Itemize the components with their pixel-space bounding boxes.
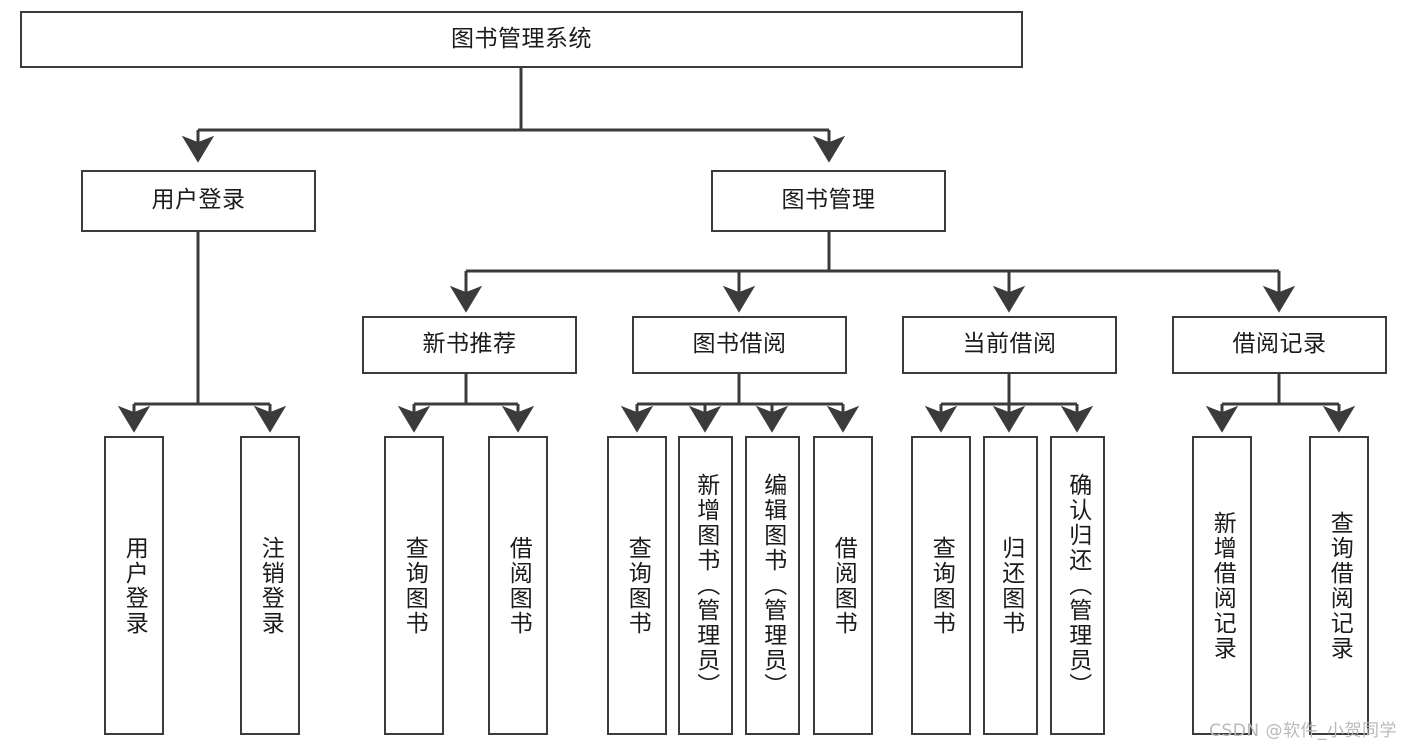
node-label: 借阅图书 [505, 535, 532, 636]
leaf-edit-book-admin[interactable]: 编辑图书（管理员） [745, 436, 800, 735]
node-label: 图书管理 [781, 187, 876, 214]
node-label: 图书管理系统 [451, 25, 592, 52]
node-label: 查询图书 [928, 535, 955, 636]
leaf-query-borrow-record[interactable]: 查询借阅记录 [1309, 436, 1369, 735]
node-label: 新书推荐 [422, 331, 517, 358]
leaf-query-book-current[interactable]: 查询图书 [911, 436, 971, 735]
node-label: 借阅图书 [830, 535, 857, 636]
leaf-confirm-return-admin[interactable]: 确认归还（管理员） [1050, 436, 1105, 735]
node-label: 查询借阅记录 [1326, 510, 1353, 661]
node-label: 图书借阅 [692, 331, 787, 358]
node-label: 编辑图书（管理员） [759, 473, 786, 698]
leaf-return-book[interactable]: 归还图书 [983, 436, 1038, 735]
node-label: 注销登录 [257, 535, 284, 636]
node-label: 确认归还（管理员） [1064, 473, 1091, 698]
leaf-query-book-new[interactable]: 查询图书 [384, 436, 444, 735]
node-new-book-recommendation[interactable]: 新书推荐 [362, 316, 577, 374]
leaf-add-borrow-record[interactable]: 新增借阅记录 [1192, 436, 1252, 735]
node-label: 用户登录 [121, 535, 148, 636]
node-label: 查询图书 [624, 535, 651, 636]
leaf-logout[interactable]: 注销登录 [240, 436, 300, 735]
node-label: 新增图书（管理员） [692, 473, 719, 698]
leaf-user-login[interactable]: 用户登录 [104, 436, 164, 735]
node-label: 用户登录 [151, 187, 246, 214]
node-book-borrowing[interactable]: 图书借阅 [632, 316, 847, 374]
node-current-borrowing[interactable]: 当前借阅 [902, 316, 1117, 374]
leaf-query-book-borrow[interactable]: 查询图书 [607, 436, 667, 735]
node-label: 归还图书 [997, 535, 1024, 636]
csdn-watermark: CSDN @软件_小贺同学 [1209, 721, 1397, 741]
leaf-borrow-book-new[interactable]: 借阅图书 [488, 436, 548, 735]
node-label: 新增借阅记录 [1209, 510, 1236, 661]
node-user-login[interactable]: 用户登录 [81, 170, 316, 232]
node-label: 查询图书 [401, 535, 428, 636]
node-label: 当前借阅 [962, 331, 1057, 358]
node-borrowing-records[interactable]: 借阅记录 [1172, 316, 1387, 374]
leaf-borrow-book[interactable]: 借阅图书 [813, 436, 873, 735]
node-label: 借阅记录 [1232, 331, 1327, 358]
leaf-add-book-admin[interactable]: 新增图书（管理员） [678, 436, 733, 735]
node-book-management[interactable]: 图书管理 [711, 170, 946, 232]
node-root-book-management-system[interactable]: 图书管理系统 [20, 11, 1023, 68]
